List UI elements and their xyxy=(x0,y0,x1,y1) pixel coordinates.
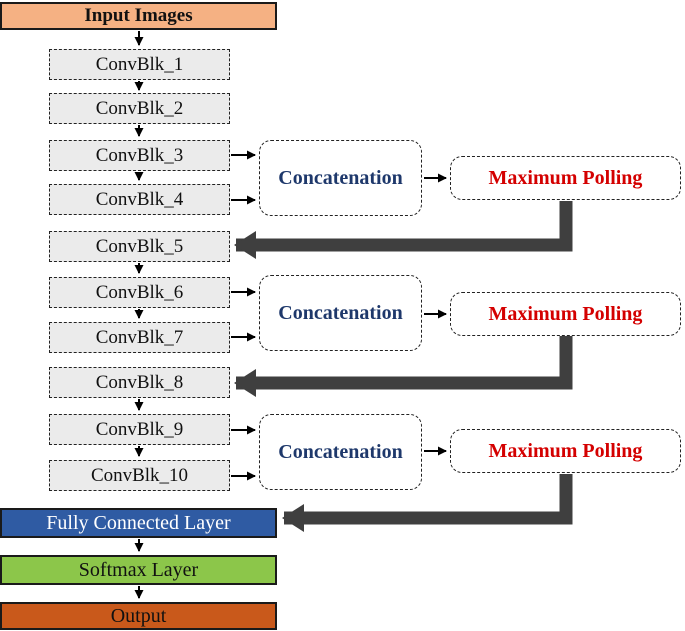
maximum-polling-2-box: Maximum Polling xyxy=(450,292,681,336)
convblk-7-box: ConvBlk_7 xyxy=(49,322,230,353)
convblk-8-box: ConvBlk_8 xyxy=(49,367,230,398)
fully-connected-layer-box: Fully Connected Layer xyxy=(0,508,277,538)
input-images-box: Input Images xyxy=(0,2,277,30)
convblk-10-box: ConvBlk_10 xyxy=(49,460,230,491)
convblk-6-box: ConvBlk_6 xyxy=(49,277,230,308)
convblk-3-box: ConvBlk_3 xyxy=(49,140,230,171)
convblk-4-box: ConvBlk_4 xyxy=(49,184,230,215)
concatenation-1-box: Concatenation xyxy=(259,140,422,216)
maximum-polling-1-box: Maximum Polling xyxy=(450,156,681,200)
convblk-2-box: ConvBlk_2 xyxy=(49,93,230,124)
convblk-1-box: ConvBlk_1 xyxy=(49,49,230,80)
output-box: Output xyxy=(0,602,277,630)
convblk-5-box: ConvBlk_5 xyxy=(49,231,230,262)
maximum-polling-3-box: Maximum Polling xyxy=(450,429,681,473)
concatenation-3-box: Concatenation xyxy=(259,414,422,490)
softmax-layer-box: Softmax Layer xyxy=(0,555,277,585)
convblk-9-box: ConvBlk_9 xyxy=(49,414,230,445)
concatenation-2-box: Concatenation xyxy=(259,275,422,351)
